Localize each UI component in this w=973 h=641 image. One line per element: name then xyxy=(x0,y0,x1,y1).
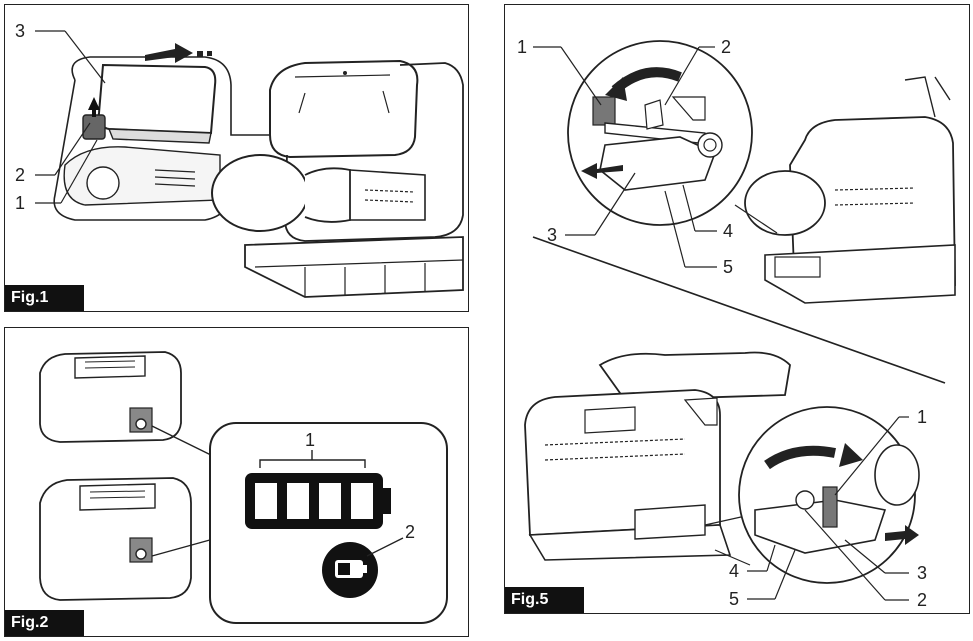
figure-2-label: Fig.2 xyxy=(5,610,85,636)
fig5-bottom-callout-1: 1 xyxy=(917,407,927,427)
fig5-top-callout-2: 2 xyxy=(721,37,731,57)
fig5-bottom-callout-2: 2 xyxy=(917,590,927,610)
fig5-top-callout-3: 3 xyxy=(547,225,557,245)
figure-1-label: Fig.1 xyxy=(5,285,85,311)
fig5-bottom-callout-5: 5 xyxy=(729,589,739,609)
fig5-top-callout-5: 5 xyxy=(723,257,733,277)
fig1-callout-3: 3 xyxy=(15,21,25,41)
fig1-callout-2: 2 xyxy=(15,165,25,185)
fig5-top-callout-1: 1 xyxy=(517,37,527,57)
fig5-bottom-callout-3: 3 xyxy=(917,563,927,583)
fig5-top-callout-4: 4 xyxy=(723,221,733,241)
fig2-callout-2: 2 xyxy=(405,522,415,542)
fig1-callout-1: 1 xyxy=(15,193,25,213)
figure-5-illustration: 1 2 3 4 5 1 3 2 xyxy=(517,37,956,610)
fig2-callout-1: 1 xyxy=(305,430,315,450)
fig5-bottom-callout-4: 4 xyxy=(729,561,739,581)
figure-2-panel: 1 2 Fig.2 xyxy=(4,327,469,637)
figure-1-illustration: 3 2 1 xyxy=(15,21,464,298)
figure-5-panel: 1 2 3 4 5 1 3 2 xyxy=(504,4,970,614)
figure-1-panel: 3 2 1 Fig.1 xyxy=(4,4,469,312)
figure-5-label: Fig.5 xyxy=(505,587,585,613)
figure-2-illustration: 1 2 xyxy=(39,351,448,624)
